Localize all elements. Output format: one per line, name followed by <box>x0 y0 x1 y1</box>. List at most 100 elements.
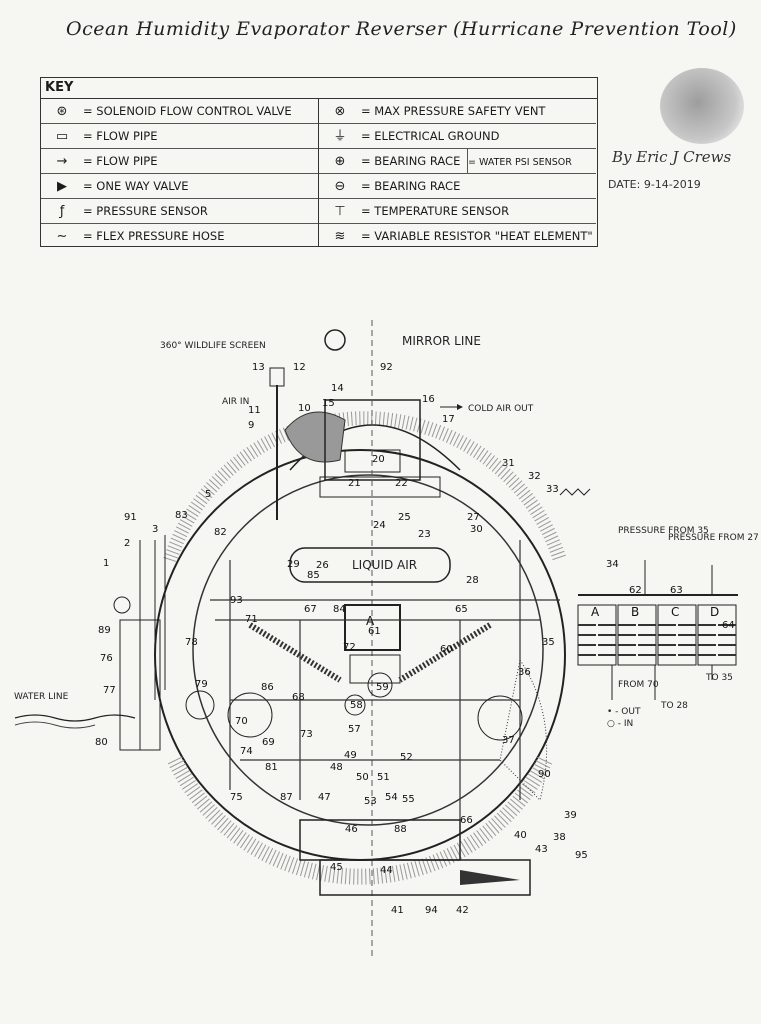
key-row-left-4: ƒ= PRESSURE SENSOR <box>41 199 318 224</box>
part-number-16: 16 <box>422 394 435 405</box>
mast-cap <box>269 367 285 387</box>
part-number-33: 33 <box>546 484 559 495</box>
part-number-9: 9 <box>248 420 254 431</box>
part-number-31: 31 <box>502 458 515 469</box>
part-number-15: 15 <box>322 398 335 409</box>
part-number-46: 46 <box>345 824 358 835</box>
part-number-42: 42 <box>456 905 469 916</box>
key-right-column: ⊗ = MAX PRESSURE SAFETY VENT ⏚= ELECTRICAL… <box>319 99 596 248</box>
key-left-column: ⊛= SOLENOID FLOW CONTROL VALVE▭= FLOW PI… <box>41 99 319 246</box>
pressure-sensor-icon: ƒ <box>59 204 65 219</box>
heat-element-33 <box>559 488 591 496</box>
key-row-right-1: ⏚= ELECTRICAL GROUND <box>319 124 596 149</box>
part-number-54: 54 <box>385 792 398 803</box>
key-row-left-2: →= FLOW PIPE <box>41 149 318 174</box>
part-number-55: 55 <box>402 794 415 805</box>
tank-label-d: D <box>710 605 719 619</box>
part-number-13: 13 <box>252 362 265 373</box>
one-way-valve-icon: ▶ <box>57 179 67 194</box>
part-number-84: 84 <box>333 604 346 615</box>
part-number-41: 41 <box>391 905 404 916</box>
part-number-5: 5 <box>205 489 211 500</box>
part-number-72: 72 <box>343 642 356 653</box>
part-number-17: 17 <box>442 414 455 425</box>
part-number-52: 52 <box>400 752 413 763</box>
part-number-75: 75 <box>230 792 243 803</box>
liquid-air-chamber <box>289 547 451 583</box>
part-number-47: 47 <box>318 792 331 803</box>
part-number-61: 61 <box>368 626 381 637</box>
part-number-29: 29 <box>287 559 300 570</box>
legend-key: KEY ⊛= SOLENOID FLOW CONTROL VALVE▭= FLO… <box>40 77 598 247</box>
part-number-28: 28 <box>466 575 479 586</box>
v-trough <box>248 622 492 683</box>
base-section <box>299 819 461 861</box>
part-number-80: 80 <box>95 737 108 748</box>
safety-vent-icon: ⊗ <box>334 104 346 119</box>
part-number-94: 94 <box>425 905 438 916</box>
label-in: ○ - IN <box>607 719 633 729</box>
date-stamp: DATE: 9-14-2019 <box>608 178 701 191</box>
part-number-38: 38 <box>553 832 566 843</box>
part-number-58: 58 <box>350 700 363 711</box>
key-label: = FLEX PRESSURE HOSE <box>83 229 225 243</box>
part-number-71: 71 <box>245 614 258 625</box>
bearing-race-2-icon: ⊖ <box>334 179 346 194</box>
part-number-85: 85 <box>307 570 320 581</box>
part-number-67: 67 <box>304 604 317 615</box>
pipe-loop-right <box>229 540 521 820</box>
tank-label-c: C <box>671 605 679 619</box>
coil-block <box>349 654 401 684</box>
part-number-12: 12 <box>293 362 306 373</box>
part-number-78: 78 <box>185 637 198 648</box>
part-number-49: 49 <box>344 750 357 761</box>
part-number-86: 86 <box>261 682 274 693</box>
tank-bank <box>577 594 738 666</box>
part-number-26: 26 <box>316 560 329 571</box>
part-number-70: 70 <box>235 716 248 727</box>
part-number-88: 88 <box>394 824 407 835</box>
dome-hatch <box>284 411 346 463</box>
water-line-2 <box>14 721 96 729</box>
page-title: Ocean Humidity Evaporator Reverser (Hurr… <box>66 18 737 40</box>
part-number-37: 37 <box>502 735 515 746</box>
pump-70 <box>227 692 273 738</box>
part-number-27: 27 <box>467 512 480 523</box>
part-number-20: 20 <box>372 454 385 465</box>
heat-element-icon: ≋ <box>334 229 346 244</box>
part-number-90: 90 <box>538 769 551 780</box>
key-row-right-5: ≋= VARIABLE RESISTOR "HEAT ELEMENT" <box>319 224 596 248</box>
label-to-28: TO 28 <box>660 701 688 711</box>
ground-icon: ⏚ <box>333 129 347 144</box>
central-tank-a <box>344 604 401 651</box>
part-number-40: 40 <box>514 830 527 841</box>
part-number-34: 34 <box>606 559 619 570</box>
float-79 <box>185 690 215 720</box>
part-number-93: 93 <box>230 595 243 606</box>
part-number-69: 69 <box>262 737 275 748</box>
key-row-left-3: ▶= ONE WAY VALVE <box>41 174 318 199</box>
sun-symbol-icon <box>324 329 346 351</box>
sun-drawing <box>660 68 744 144</box>
part-number-68: 68 <box>292 692 305 703</box>
base-skirt <box>319 859 531 896</box>
part-number-87: 87 <box>280 792 293 803</box>
signature: By Eric J Crews <box>612 148 732 166</box>
part-number-74: 74 <box>240 746 253 757</box>
key-label: = MAX PRESSURE SAFETY VENT <box>361 104 546 118</box>
key-row-left-5: ∼ = FLEX PRESSURE HOSE <box>41 224 318 248</box>
key-label-water-psi-sensor: = WATER PSI SENSOR <box>468 157 572 168</box>
part-number-45: 45 <box>330 862 343 873</box>
temperature-sensor-icon: ⊤ <box>334 204 346 219</box>
key-row-left-0: ⊛= SOLENOID FLOW CONTROL VALVE <box>41 99 318 124</box>
solenoid-valve-icon: ⊛ <box>56 104 68 119</box>
part-number-2: 2 <box>124 538 130 549</box>
part-number-62: 62 <box>629 585 642 596</box>
label-pressure-from-35: PRESSURE FROM 35 <box>618 526 709 536</box>
key-label: = TEMPERATURE SENSOR <box>361 204 510 218</box>
part-number-30: 30 <box>470 524 483 535</box>
part-number-22: 22 <box>395 478 408 489</box>
flex-hose-icon: ∼ <box>56 229 68 244</box>
key-row-right-4: ⊤ = TEMPERATURE SENSOR <box>319 199 596 224</box>
speckled-shell <box>163 411 567 563</box>
